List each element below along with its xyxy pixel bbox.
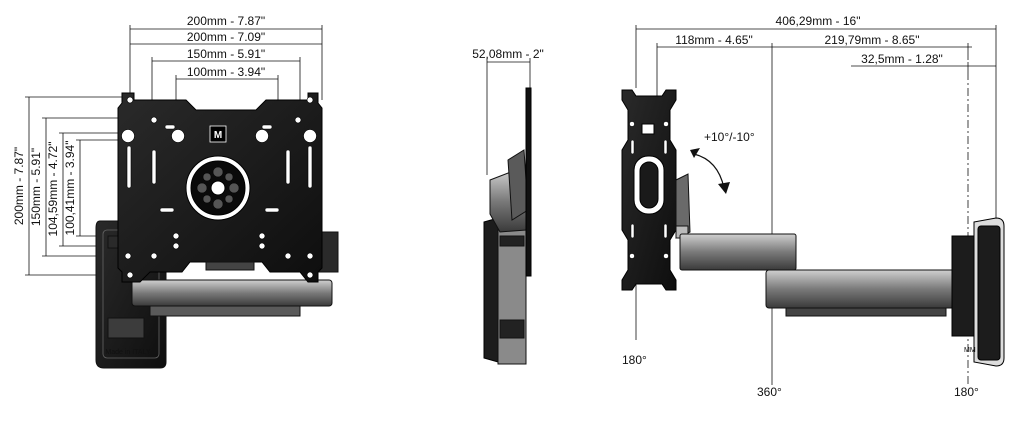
top-total-extension: 406,29mm - 16" bbox=[776, 14, 861, 28]
top-dim-325: 32,5mm - 1.28" bbox=[861, 52, 943, 66]
side-vesa-plate bbox=[525, 87, 532, 277]
top-vesa-holes bbox=[629, 121, 669, 259]
side-dimension-lines bbox=[486, 58, 531, 175]
front-height-150: 150mm - 5.91" bbox=[29, 148, 43, 226]
front-hub-center bbox=[210, 180, 226, 196]
vesa-plate-tab bbox=[205, 261, 255, 271]
made-in-italy-label: Made in ITALY bbox=[105, 349, 151, 356]
front-width-200-787: 200mm - 7.87" bbox=[187, 14, 265, 28]
front-width-100: 100mm - 3.94" bbox=[187, 65, 265, 79]
tilt-arrow-head bbox=[718, 182, 730, 194]
top-wall-plate-front bbox=[977, 225, 1001, 361]
front-hub-pockets bbox=[196, 166, 240, 210]
side-bracket-detail-top bbox=[499, 235, 525, 247]
tilt-arc bbox=[693, 153, 725, 189]
front-horizontal-dimension-lines bbox=[129, 25, 323, 125]
tilt-angle-label: +10°/-10° bbox=[704, 130, 755, 144]
top-arm-second-lower bbox=[785, 307, 947, 317]
front-logo-box bbox=[209, 125, 227, 143]
top-arm-second bbox=[765, 269, 967, 309]
rotation-wall-180: 180° bbox=[954, 385, 979, 399]
front-height-200: 200mm - 7.87" bbox=[12, 147, 26, 225]
side-tilt-joint bbox=[507, 149, 529, 221]
front-width-150: 150mm - 5.91" bbox=[187, 47, 265, 61]
tilt-arrow-tail bbox=[690, 148, 700, 158]
vesa-slots bbox=[126, 124, 313, 213]
top-dim-21979: 219,79mm - 8.65" bbox=[825, 33, 920, 47]
rotation-arm-360: 360° bbox=[757, 385, 782, 399]
front-view: 200mm - 7.87" 200mm - 7.09" 150mm - 5.91… bbox=[12, 14, 339, 369]
top-wall-label: MM bbox=[964, 347, 976, 354]
front-width-200-709: 200mm - 7.09" bbox=[187, 30, 265, 44]
top-dimension-lines bbox=[635, 25, 997, 385]
top-wall-joint bbox=[951, 235, 975, 337]
top-vesa-logo-slot bbox=[641, 123, 655, 135]
rotation-tv-180: 180° bbox=[622, 353, 647, 367]
top-arm-first bbox=[679, 233, 797, 271]
front-arm-lower bbox=[149, 305, 301, 317]
front-height-10041: 100,41mm - 3.94" bbox=[63, 141, 77, 236]
front-wall-plate-slot bbox=[107, 317, 145, 339]
top-vesa-hub bbox=[639, 161, 659, 209]
side-view: 52,08mm - 2" bbox=[472, 47, 544, 365]
top-tilt-joint bbox=[675, 173, 691, 239]
top-view: 406,29mm - 16" 118mm - 4.65" 219,79mm - … bbox=[621, 14, 1005, 399]
vesa-holes bbox=[121, 96, 317, 279]
side-depth-dim: 52,08mm - 2" bbox=[472, 47, 544, 61]
front-logo-letter: M bbox=[214, 130, 222, 141]
front-height-10459: 104,59mm - 4.72" bbox=[46, 142, 60, 237]
front-arm bbox=[131, 279, 333, 307]
side-wall-plate bbox=[483, 217, 499, 363]
side-bracket-detail-bottom bbox=[499, 319, 525, 339]
top-dim-118: 118mm - 4.65" bbox=[675, 33, 752, 47]
